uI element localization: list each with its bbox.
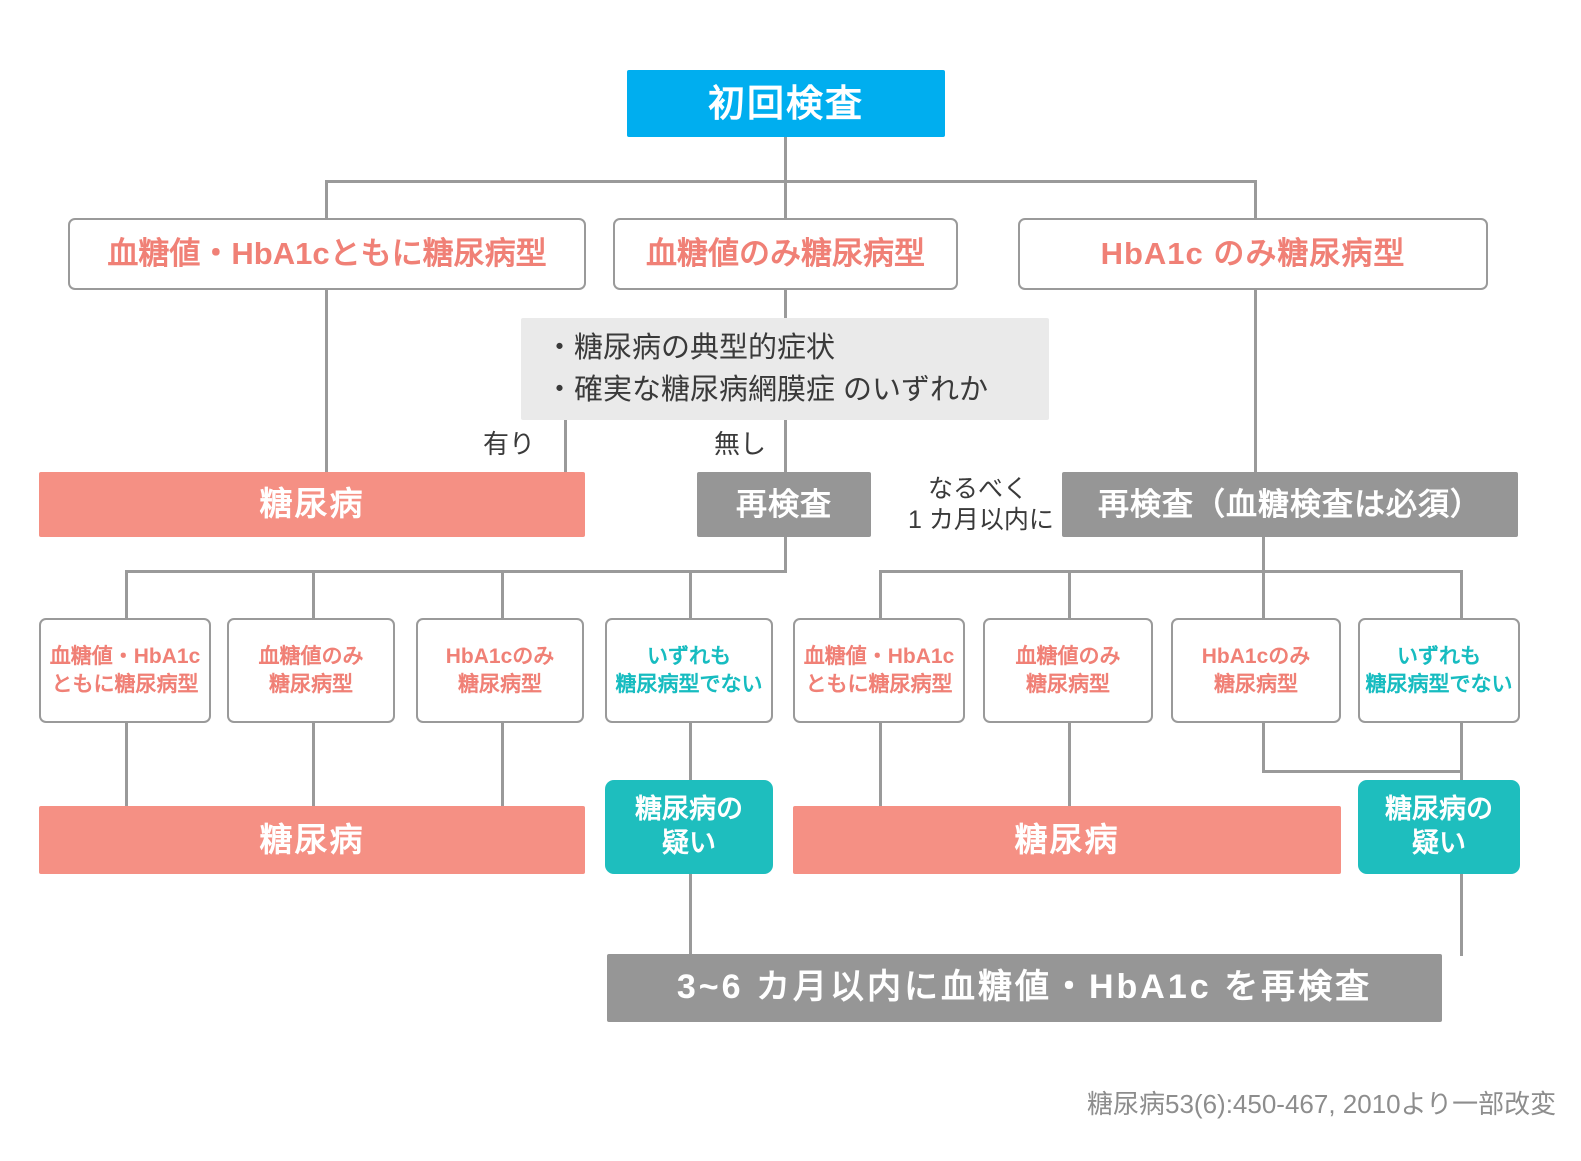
result-diabetes-right-label: 糖尿病 <box>1014 820 1120 858</box>
criteria-line-1: ・糖尿病の典型的症状 <box>545 331 836 364</box>
outcome-left-glucose-only: 血糖値のみ 糖尿病型 <box>227 618 395 723</box>
result-suspected-diabetes-left: 糖尿病の 疑い <box>605 780 773 874</box>
result-diabetes-right: 糖尿病 <box>793 806 1341 874</box>
connector-drop-row2-2 <box>784 180 787 220</box>
node-glucose-only-type: 血糖値のみ糖尿病型 <box>613 218 958 290</box>
connector-drop-left-2 <box>312 570 315 618</box>
connector-left-out-2 <box>312 723 315 808</box>
connector-bar-row2 <box>325 180 1257 183</box>
node-result-diabetes-top: 糖尿病 <box>39 472 585 537</box>
result-diabetes-left-label: 糖尿病 <box>259 820 365 858</box>
connector-left-out-4 <box>689 723 692 780</box>
node-both-diabetic-type: 血糖値・HbA1cともに糖尿病型 <box>68 218 586 290</box>
node-recheck-glucose-required: 再検査（血糖検査は必須） <box>1062 472 1518 537</box>
criteria-line-2: ・確実な糖尿病網膜症 のいずれか <box>545 374 989 406</box>
connector-from-hba1c-only <box>1254 290 1257 472</box>
node-result-diabetes-top-label: 糖尿病 <box>259 485 365 523</box>
connector-from-both-type <box>325 290 328 472</box>
outcome-right-glucose-only: 血糖値のみ 糖尿病型 <box>983 618 1153 723</box>
node-recheck-3-6-months: 3~6 カ月以内に血糖値・HbA1c を再検査 <box>607 954 1442 1022</box>
source-credit: 糖尿病53(6):450-467, 2010より一部改変 <box>1087 1089 1557 1119</box>
result-suspected-diabetes-right: 糖尿病の 疑い <box>1358 780 1520 874</box>
connector-drop-right-1 <box>879 570 882 618</box>
connector-drop-left-3 <box>501 570 504 618</box>
connector-drop-row2-3 <box>1254 180 1257 220</box>
node-recheck-3-6-months-label: 3~6 カ月以内に血糖値・HbA1c を再検査 <box>676 968 1373 1007</box>
outcome-left-neither: いずれも 糖尿病型でない <box>605 618 773 723</box>
node-criteria: ・糖尿病の典型的症状 ・確実な糖尿病網膜症 のいずれか <box>521 318 1049 420</box>
connector-drop-row2-1 <box>325 180 328 220</box>
connector-right-out-2 <box>1068 723 1071 808</box>
connector-bar-right-outcomes <box>879 570 1463 573</box>
node-recheck: 再検査 <box>697 472 871 537</box>
node-recheck-label: 再検査 <box>736 486 832 522</box>
connector-trunk-initial <box>784 137 787 182</box>
connector-drop-left-1 <box>125 570 128 618</box>
connector-drop-right-2 <box>1068 570 1071 618</box>
node-glucose-only-type-label: 血糖値のみ糖尿病型 <box>646 236 925 272</box>
node-initial-exam: 初回検査 <box>627 70 945 137</box>
outcome-right-hba1c-only: HbA1cのみ 糖尿病型 <box>1171 618 1341 723</box>
connector-criteria-no <box>784 420 787 472</box>
connector-right-elbow <box>1262 770 1463 773</box>
node-hba1c-only-type-label: HbA1c のみ糖尿病型 <box>1100 236 1406 272</box>
outcome-left-hba1c-only: HbA1cのみ 糖尿病型 <box>416 618 584 723</box>
node-recheck-glucose-required-label: 再検査（血糖検査は必須） <box>1098 486 1482 522</box>
connector-recheck-stem <box>784 537 787 572</box>
edge-label-has: 有り <box>483 429 536 459</box>
outcome-left-both: 血糖値・HbA1c ともに糖尿病型 <box>39 618 211 723</box>
node-initial-exam-label: 初回検査 <box>708 82 864 124</box>
connector-suspect-left-down <box>689 874 692 956</box>
outcome-right-neither: いずれも 糖尿病型でない <box>1358 618 1520 723</box>
connector-right-out-1 <box>879 723 882 808</box>
outcome-right-both: 血糖値・HbA1c ともに糖尿病型 <box>793 618 965 723</box>
edge-label-none: 無し <box>714 429 767 459</box>
connector-right-out-4 <box>1460 723 1463 780</box>
edge-label-within-one-month: なるべく 1 カ月以内に <box>908 475 1054 535</box>
connector-criteria-yes <box>564 420 567 472</box>
connector-left-out-1 <box>125 723 128 808</box>
connector-drop-right-4 <box>1460 570 1463 618</box>
connector-drop-left-4 <box>689 570 692 618</box>
connector-bar-left-outcomes <box>125 570 787 573</box>
connector-drop-right-3 <box>1262 570 1265 618</box>
node-both-diabetic-type-label: 血糖値・HbA1cともに糖尿病型 <box>107 236 547 272</box>
connector-suspect-right-down <box>1460 874 1463 956</box>
connector-from-glucose-only <box>784 290 787 318</box>
connector-left-out-3 <box>501 723 504 808</box>
connector-recheck-right-stem <box>1262 537 1265 572</box>
node-hba1c-only-type: HbA1c のみ糖尿病型 <box>1018 218 1488 290</box>
result-diabetes-left: 糖尿病 <box>39 806 585 874</box>
connector-right-out-3 <box>1262 723 1265 773</box>
